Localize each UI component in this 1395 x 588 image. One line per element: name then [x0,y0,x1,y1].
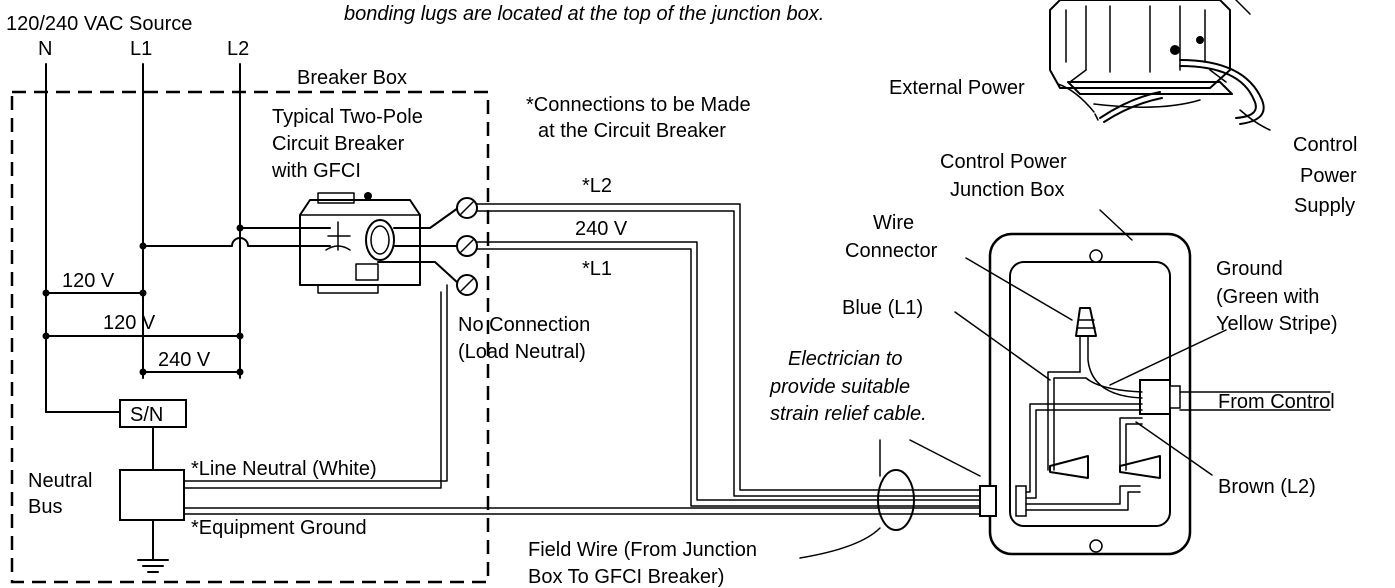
feed-l1 [142,237,331,247]
no-connection-label-1: No Connection [458,314,590,336]
connections-label-1: *Connections to be Made [526,94,751,116]
strain-relief-ellipse [877,469,915,531]
equipment-ground-label: *Equipment Ground [191,517,367,539]
ground-label-3: Yellow Stripe) [1216,313,1338,335]
control-supply-label-2: Power [1300,165,1357,187]
wire-nut-top [1075,307,1097,337]
ground-symbol [137,559,169,573]
electrician-label-1: Electrician to [788,348,903,370]
terminal-screws [456,197,478,296]
junction-dots [42,224,244,376]
source-l1-label: L1 [130,38,152,60]
wire-connector-label-1: Wire [873,212,914,234]
field-wires [183,203,986,515]
electrician-label-3: strain relief cable. [770,403,927,425]
junction-box [979,232,1331,556]
breaker-label-2: Circuit Breaker [272,133,405,155]
field-wire-label-2: Box To GFCI Breaker) [528,566,724,588]
external-power-label: External Power [889,77,1025,99]
breaker-box-outline [10,90,490,584]
breaker-label-1: Typical Two-Pole [272,106,423,128]
blue-l1-label: Blue (L1) [842,297,923,319]
sn-box [119,399,187,428]
control-supply-label-1: Control [1293,134,1357,156]
breaker-label-3: with GFCI [271,160,361,182]
wire-240-label: 240 V [575,218,628,240]
ground-label-2: (Green with [1216,286,1319,308]
line-neutral-label: *Line Neutral (White) [191,458,377,480]
junction-box-label-2: Junction Box [950,179,1065,201]
wire-connector-label-2: Connector [845,240,938,262]
field-wire-label-1: Field Wire (From Junction [528,539,757,561]
gfci-breaker [299,192,459,294]
wire-l2-label: *L2 [582,175,612,197]
v120-a-label: 120 V [62,270,115,292]
wire-l1-label: *L1 [582,258,612,280]
ground-label-1: Ground [1216,258,1283,280]
neutral-bus [119,469,185,521]
v120-b-label: 120 V [103,312,156,334]
sn-label: S/N [130,404,163,426]
neutral-bus-label-1: Neutral [28,470,92,492]
wire-nut-right [1119,455,1161,479]
wire-nut-left [1049,455,1089,479]
source-n-label: N [38,38,52,60]
brown-l2-label: Brown (L2) [1218,476,1316,498]
source-l2-label: L2 [227,38,249,60]
control-supply-label-3: Supply [1294,195,1355,217]
source-title: 120/240 VAC Source [6,13,192,35]
electrician-label-2: provide suitable [769,376,910,398]
equipment-illustration [1049,0,1271,131]
from-control-label: From Control [1218,391,1335,413]
connections-label-2: at the Circuit Breaker [538,120,726,142]
no-connection-label-2: (Load Neutral) [458,341,586,363]
neutral-bus-label-2: Bus [28,496,62,518]
v240-label: 240 V [158,349,211,371]
breaker-box-label: Breaker Box [297,67,407,89]
junction-box-label-1: Control Power [940,151,1067,173]
top-note: bonding lugs are located at the top of t… [344,3,824,25]
